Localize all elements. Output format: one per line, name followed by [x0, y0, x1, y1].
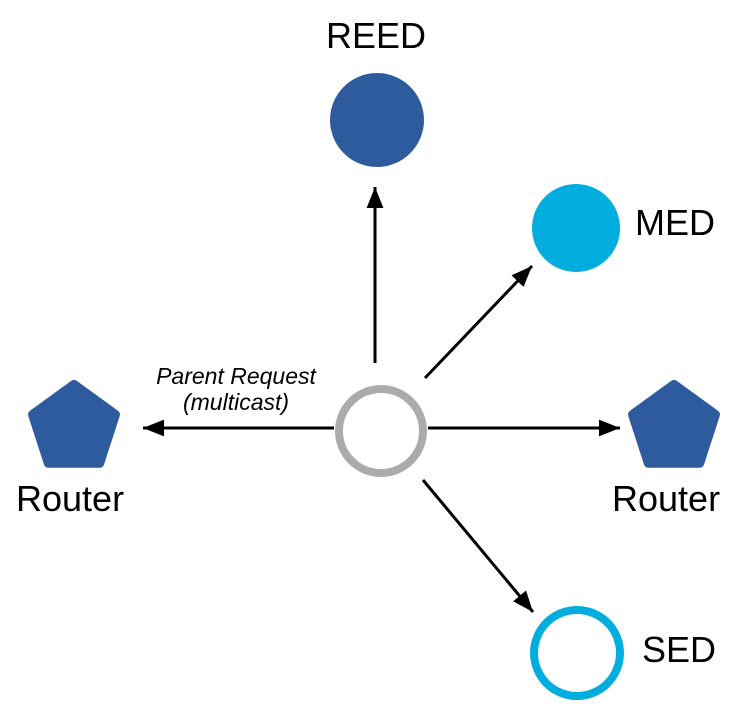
center-node-circle-icon: [335, 385, 427, 477]
sed-node-circle-icon: [530, 606, 624, 700]
router-left-pentagon-icon: [28, 380, 120, 468]
arrow-to-sed: [421, 479, 535, 613]
arrow-to-med: [423, 264, 534, 380]
annotation-line-2: (multicast): [182, 389, 290, 415]
router-left-label: Router: [16, 478, 125, 519]
sed-label: SED: [642, 629, 717, 670]
parent-request-annotation: Parent Request (multicast): [140, 363, 332, 415]
med-label: MED: [635, 202, 715, 243]
router-right-pentagon-icon: [628, 380, 720, 468]
reed-label: REED: [325, 15, 427, 56]
annotation-line-1: Parent Request: [156, 363, 316, 389]
med-node-circle-icon: [532, 184, 620, 272]
router-right-label: Router: [612, 478, 721, 519]
reed-node-circle-icon: [330, 73, 424, 167]
